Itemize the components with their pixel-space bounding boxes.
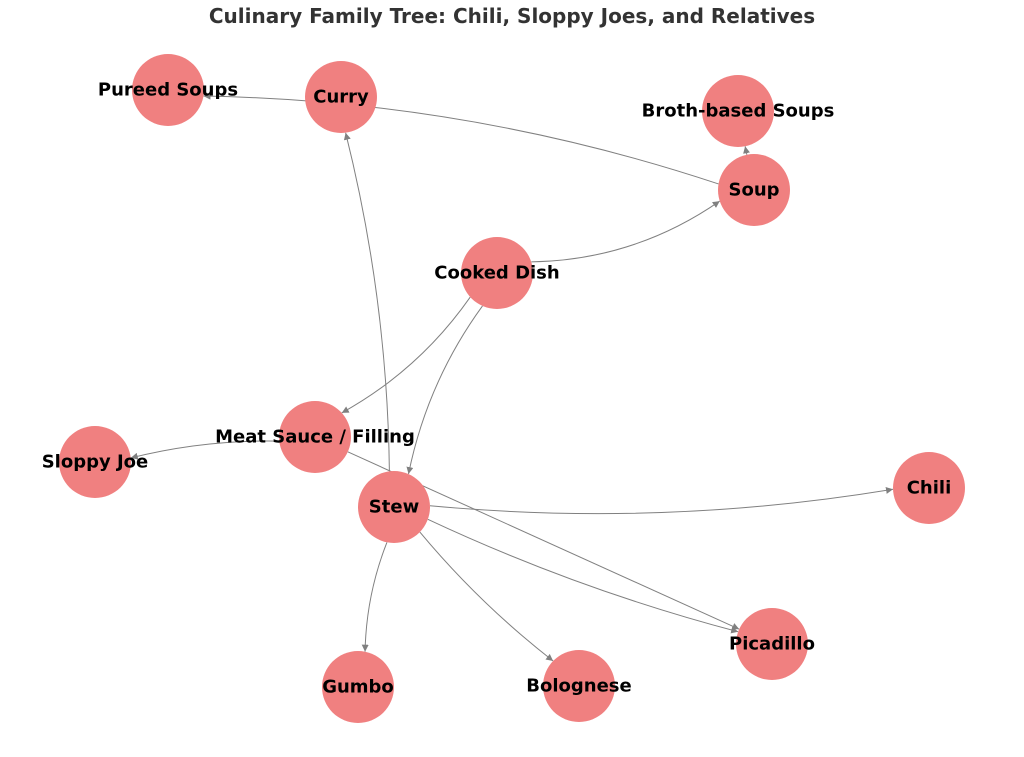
- node-stew: [358, 471, 430, 543]
- edge-stew-to-bolognese: [419, 531, 554, 662]
- node-label-sloppy: Sloppy Joe: [42, 452, 149, 473]
- node-label-stew: Stew: [369, 497, 419, 518]
- node-label-gumbo: Gumbo: [322, 677, 394, 698]
- node-label-cooked: Cooked Dish: [434, 263, 559, 284]
- node-label-bolognese: Bolognese: [526, 676, 631, 697]
- diagram-title: Culinary Family Tree: Chili, Sloppy Joes…: [208, 4, 816, 28]
- node-label-pureed: Pureed Soups: [98, 80, 238, 101]
- edge-cooked-to-soup: [531, 200, 721, 263]
- edges-layer: [130, 92, 894, 662]
- edge-stew-to-picadillo: [427, 518, 739, 634]
- node-pureed: [132, 54, 204, 126]
- node-picadillo: [736, 608, 808, 680]
- edge-stew-to-chili: [429, 486, 894, 515]
- edge-soup-to-broth: [743, 146, 750, 155]
- node-sloppy: [59, 426, 131, 498]
- node-bolognese: [543, 650, 615, 722]
- node-meat: [279, 401, 351, 473]
- node-broth: [702, 75, 774, 147]
- edge-meat-to-sloppy: [130, 440, 280, 460]
- node-gumbo: [322, 651, 394, 723]
- node-label-curry: Curry: [313, 87, 369, 108]
- edge-cooked-to-stew: [406, 305, 483, 475]
- node-label-soup: Soup: [728, 180, 779, 201]
- node-soup: [718, 154, 790, 226]
- edge-cooked-to-meat: [341, 296, 471, 414]
- edge-soup-to-pureed: [203, 92, 719, 185]
- edge-stew-to-gumbo: [361, 542, 388, 652]
- node-label-broth: Broth-based Soups: [642, 101, 835, 122]
- edge-stew-to-curry: [343, 132, 390, 472]
- node-label-chili: Chili: [907, 478, 952, 499]
- node-cooked: [461, 237, 533, 309]
- node-chili: [893, 452, 965, 524]
- nodes-layer: [59, 54, 965, 723]
- node-label-meat: Meat Sauce / Filling: [215, 427, 415, 448]
- node-curry: [305, 61, 377, 133]
- node-label-picadillo: Picadillo: [729, 634, 815, 655]
